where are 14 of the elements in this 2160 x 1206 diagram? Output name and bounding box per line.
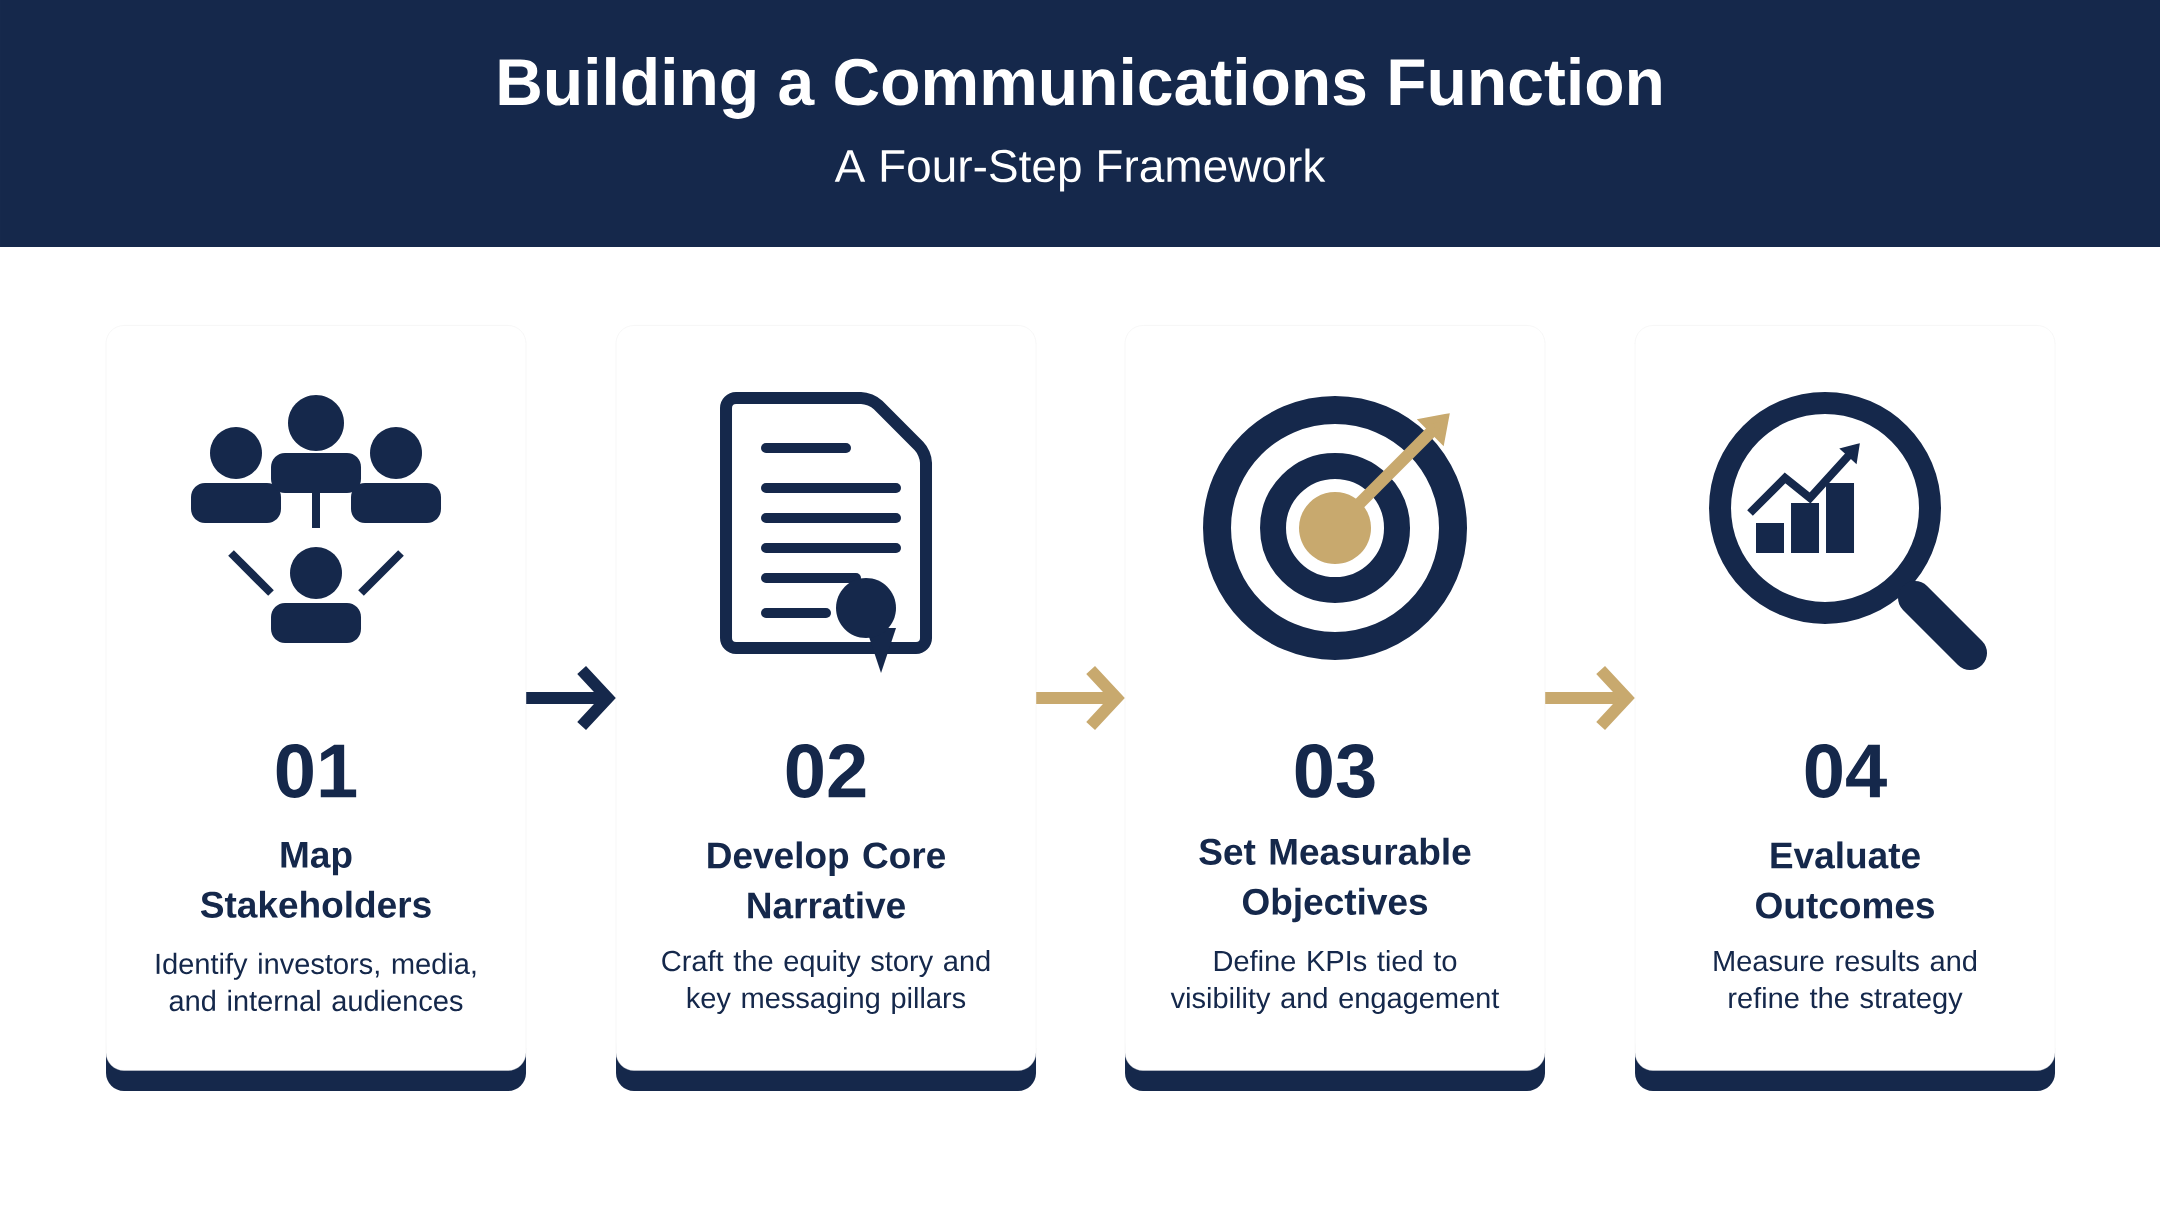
step-description: Identify investors, media, and internal audiences [156, 952, 476, 1012]
subtitle: A Four-Step Framework [834, 148, 1326, 192]
step-heading: Evaluate Outcomes [1756, 841, 1934, 919]
step-description: Craft the equity story and key messaging pillars [662, 949, 990, 1014]
step-number: 01 [276, 744, 357, 798]
step-number: 02 [786, 744, 866, 798]
step-description: Measure results and refine the strategy [1714, 949, 1977, 1014]
step-heading: Map Stakeholders [200, 842, 431, 918]
step-heading: Develop Core Narrative [708, 841, 945, 919]
title: Building a Communications Function [499, 57, 1661, 119]
step-number: 03 [1295, 744, 1375, 798]
step-number: 04 [1805, 744, 1887, 798]
step-heading: Set Measurable Objectives [1199, 837, 1471, 923]
step-description: Define KPIs tied to visibility and engagement [1170, 949, 1500, 1014]
